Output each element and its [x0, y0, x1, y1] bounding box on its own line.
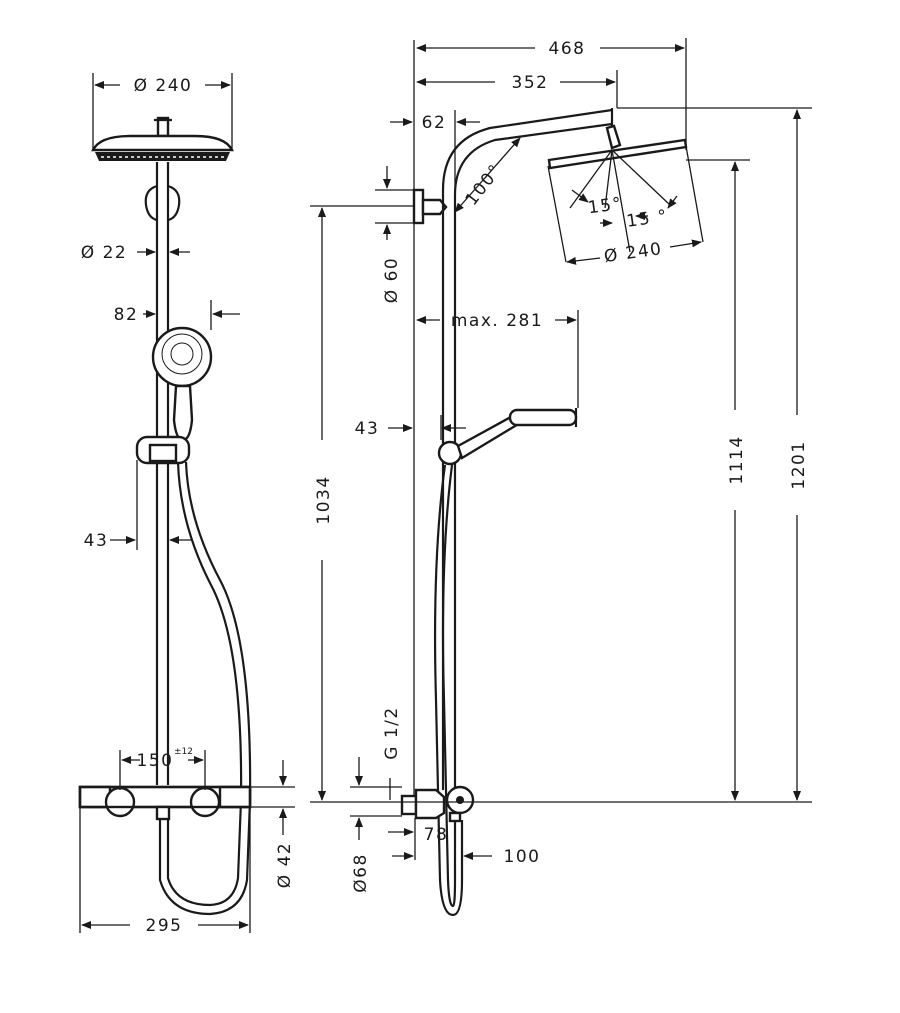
front-hand-shower	[135, 326, 213, 465]
side-arm-angle-label: 100°	[462, 160, 507, 209]
side-rosette-diameter-label: Ø68	[351, 853, 371, 893]
side-wall-offset-label: 62	[422, 113, 447, 133]
side-total-height-label: 1201	[789, 440, 809, 489]
side-tilt-left-label: 15°	[587, 194, 624, 219]
side-overall-projection-label: 468	[549, 39, 586, 59]
side-arm-projection-label: 352	[512, 73, 549, 93]
side-tilt-right-label: 15 °	[625, 206, 669, 232]
side-mixer	[400, 785, 475, 823]
front-holder-width-label: 43	[84, 531, 109, 551]
front-riser-pipe	[144, 162, 181, 785]
front-pipe-diameter-label: Ø 22	[81, 243, 127, 263]
side-bracket-height-label: 1034	[314, 475, 334, 524]
front-mixer-spacing-tolerance: ±12	[174, 747, 193, 757]
side-hand-shower	[437, 408, 578, 466]
front-mixer-width-label: 295	[146, 916, 183, 936]
front-hose	[158, 461, 252, 916]
side-holder-offset-label: 43	[355, 419, 380, 439]
side-hose	[433, 464, 464, 917]
front-thermostat-mixer	[78, 785, 252, 821]
front-handshower-offset-label: 82	[114, 305, 139, 325]
side-overhead-shower	[547, 124, 704, 263]
side-mixer-projection-label: 100	[504, 847, 541, 867]
side-hose-inner	[441, 464, 457, 908]
side-head-height-label: 1114	[727, 435, 747, 484]
side-handshower-reach-label: max. 281	[451, 311, 543, 331]
side-mixer-depth-label: 78	[424, 825, 449, 845]
side-upper-bracket	[412, 188, 448, 225]
front-mixer-height-label: Ø 42	[275, 842, 295, 888]
front-view: Ø 240 Ø 22 82 43 150 ±12 Ø 42 295	[78, 73, 295, 936]
front-head-diameter-label: Ø 240	[134, 76, 193, 96]
front-hose-inner	[166, 461, 243, 907]
front-mixer-spacing-label: 150	[137, 751, 174, 771]
side-bracket-diameter-label: Ø 60	[382, 257, 402, 303]
side-view: 468 352 62 100° 15° 15 ° Ø 240 Ø 60	[310, 38, 812, 917]
front-overhead-shower	[91, 116, 234, 161]
side-head-diameter-label: Ø 240	[603, 239, 664, 267]
side-thread-label: G 1/2	[382, 706, 402, 759]
